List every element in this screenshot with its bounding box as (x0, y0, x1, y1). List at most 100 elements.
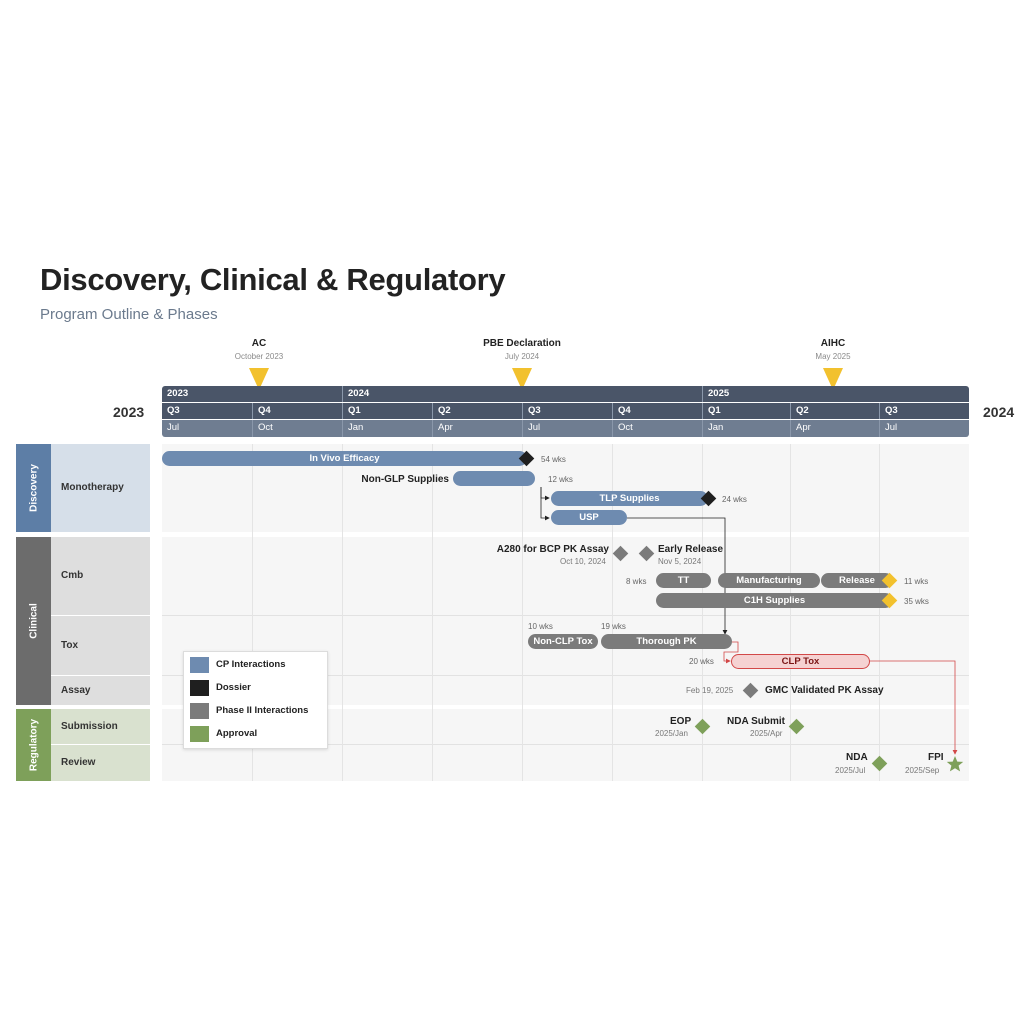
task-label: Release (839, 575, 875, 586)
group-clinical: Clinical (16, 537, 51, 705)
milestone-date: 2025/Jan (655, 729, 688, 738)
legend-label: Phase II Interactions (216, 705, 309, 716)
row-label-tox: Tox (51, 616, 150, 675)
milestone-label: FPI (928, 752, 944, 763)
milestone-date: October 2023 (234, 352, 284, 361)
gridline (252, 444, 253, 781)
month-cell: Jul (167, 422, 180, 433)
timescale-months: Jul Oct Jan Apr Jul Oct Jan Apr Jul (162, 420, 969, 437)
group-regulatory: Regulatory (16, 709, 51, 781)
milestone-ac[interactable]: AC October 2023 (189, 338, 329, 361)
milestone-label: NDA Submit (727, 716, 785, 727)
milestone-date: 2025/Sep (905, 766, 940, 775)
task-bar-critical[interactable]: CLP Tox (731, 654, 870, 669)
month-cell: Oct (252, 420, 342, 437)
legend-label: Approval (216, 728, 258, 739)
task-duration: 11 wks (904, 577, 929, 586)
gridline (342, 444, 343, 781)
group-discovery: Discovery (16, 444, 51, 532)
quarter-cell: Q1 (342, 403, 432, 419)
month-cell: Apr (790, 420, 879, 437)
task-label: Non-CLP Tox (533, 636, 593, 647)
month-cell: Apr (432, 420, 522, 437)
task-duration: 35 wks (904, 597, 929, 606)
task-duration: 10 wks (528, 622, 553, 631)
timescale-years: 2023 2024 2025 (162, 386, 969, 402)
task-bar[interactable]: Manufacturing (718, 573, 820, 588)
milestone-label: NDA (846, 752, 868, 763)
milestone-label: AC (251, 338, 267, 349)
quarter-cell: Q1 (702, 403, 790, 419)
milestone-label: EOP (670, 716, 692, 727)
gridline (790, 444, 791, 781)
legend-label: CP Interactions (216, 659, 286, 670)
milestone-label: AIHC (820, 338, 846, 349)
gridline (612, 444, 613, 781)
milestone-date: 2025/Jul (835, 766, 866, 775)
row-divider (162, 744, 969, 745)
legend-swatch (190, 657, 209, 673)
milestone-date: Oct 10, 2024 (560, 557, 606, 566)
month-cell: Jan (702, 420, 790, 437)
year-cell: 2025 (702, 386, 969, 402)
page-subtitle: Program Outline & Phases (40, 306, 218, 323)
task-bar[interactable]: USP (551, 510, 627, 525)
month-cell: Jul (522, 420, 612, 437)
milestone-aihc[interactable]: AIHC May 2025 (763, 338, 903, 361)
task-duration: 12 wks (548, 475, 573, 484)
task-bar[interactable] (453, 471, 535, 486)
gridline (879, 444, 880, 781)
task-duration: 20 wks (689, 657, 714, 666)
quarter-cell: Q2 (432, 403, 522, 419)
milestone-label: PBE Declaration (483, 338, 561, 349)
task-duration: 8 wks (626, 577, 647, 586)
star-icon[interactable] (946, 755, 964, 773)
task-label: In Vivo Efficacy (309, 453, 380, 464)
legend-label: Dossier (216, 682, 251, 693)
task-bar[interactable]: Release (821, 573, 893, 588)
legend-swatch (190, 703, 209, 719)
month-cell: Jul (879, 420, 969, 437)
month-cell: Oct (612, 420, 702, 437)
row-label-review: Review (51, 745, 150, 781)
milestone-marker-icon (512, 368, 532, 390)
milestone-marker-icon (823, 368, 843, 390)
link-clptox-to-fpi (869, 660, 958, 755)
row-label-submission: Submission (51, 709, 150, 744)
task-bar[interactable]: Non-CLP Tox (528, 634, 598, 649)
year-cell: 2023 (167, 388, 189, 399)
month-cell: Jan (342, 420, 432, 437)
quarter-cell: Q4 (252, 403, 342, 419)
link-nonglp-to-tlp (540, 487, 550, 501)
task-bar[interactable]: C1H Supplies (656, 593, 893, 608)
row-label-assay: Assay (51, 676, 150, 705)
page-title: Discovery, Clinical & Regulatory (40, 262, 506, 297)
right-year-label: 2024 (983, 404, 1015, 420)
quarter-cell: Q3 (522, 403, 612, 419)
task-bar[interactable]: TLP Supplies (551, 491, 708, 506)
quarter-cell: Q4 (612, 403, 702, 419)
milestone-date: May 2025 (815, 352, 851, 361)
row-label-cmb: Cmb (51, 537, 150, 615)
legend-swatch (190, 726, 209, 742)
task-label: TT (677, 575, 690, 586)
gridline (432, 444, 433, 781)
year-cell: 2024 (342, 386, 702, 402)
milestone-label: A280 for BCP PK Assay (496, 544, 609, 555)
task-bar[interactable]: TT (656, 573, 711, 588)
task-label: Thorough PK (636, 636, 697, 647)
task-label-outside: Non-GLP Supplies (361, 474, 449, 485)
milestone-date: July 2024 (504, 352, 540, 361)
task-duration: 54 wks (541, 455, 566, 464)
task-bar[interactable]: Thorough PK (601, 634, 732, 649)
link-thoroughpk-to-clptox (723, 641, 739, 664)
link-nonglp-to-usp (540, 487, 550, 521)
milestone-pbe-declaration[interactable]: PBE Declaration July 2024 (452, 338, 592, 361)
task-label: CLP Tox (781, 656, 820, 667)
milestone-date: Feb 19, 2025 (686, 686, 734, 695)
row-divider (162, 615, 969, 616)
task-bar[interactable]: In Vivo Efficacy (162, 451, 527, 466)
task-label: TLP Supplies (599, 493, 660, 504)
milestone-label: GMC Validated PK Assay (765, 685, 884, 696)
